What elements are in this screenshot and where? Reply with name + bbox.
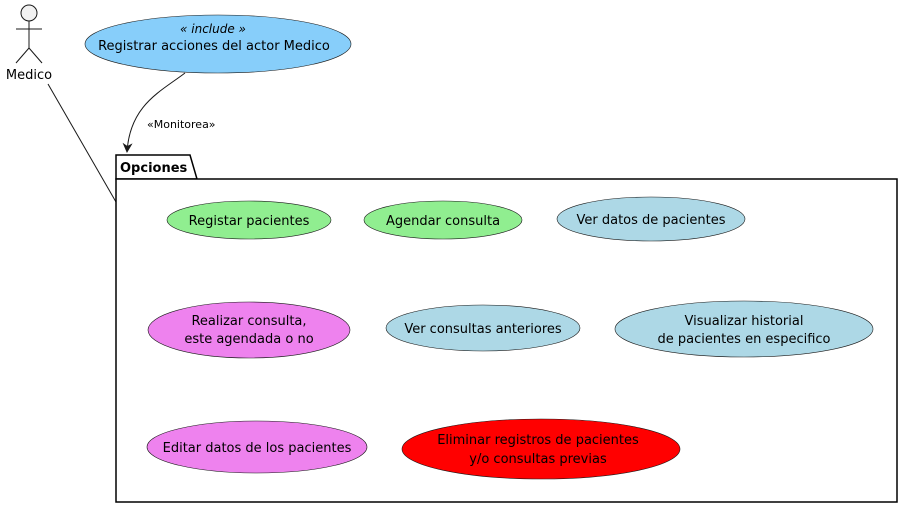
use-case-label-line-1: Visualizar historial — [685, 314, 804, 329]
use-case-shape — [84, 14, 352, 74]
use-case-label-line-2: de pacientes en especifico — [657, 332, 830, 347]
use-case-eliminar-registros[interactable]: Eliminar registros de pacientes y/o cons… — [401, 418, 681, 480]
use-case-label: Registrar acciones del actor Medico — [98, 39, 330, 54]
use-case-realizar-consulta[interactable]: Realizar consulta, este agendada o no — [147, 301, 351, 359]
use-case-registrar-pacientes[interactable]: Registar pacientes — [166, 200, 332, 240]
use-case-label-line-1: Eliminar registros de pacientes — [437, 433, 639, 448]
use-case-shape — [401, 418, 681, 480]
use-case-label-line-2: este agendada o no — [184, 332, 313, 347]
stick-figure-icon — [15, 4, 43, 64]
use-case-label: Editar datos de los pacientes — [163, 441, 352, 456]
use-case-label: Registar pacientes — [189, 214, 310, 229]
use-case-label: Ver consultas anteriores — [404, 322, 562, 337]
package-title: Opciones — [120, 161, 188, 176]
use-case-shape — [385, 304, 581, 352]
use-case-shape — [147, 301, 351, 359]
use-case-shape — [556, 196, 746, 242]
use-case-ver-consultas[interactable]: Ver consultas anteriores — [385, 304, 581, 352]
use-case-shape — [146, 420, 368, 474]
use-case-ver-datos[interactable]: Ver datos de pacientes — [556, 196, 746, 242]
actor-association-line — [47, 83, 117, 203]
use-case-registrar-acciones[interactable]: « include » Registrar acciones del actor… — [84, 14, 352, 74]
monitorea-arrow — [122, 72, 186, 153]
use-case-shape — [166, 200, 332, 240]
use-case-shape — [614, 300, 874, 358]
use-case-shape — [363, 200, 523, 240]
monitorea-label: «Monitorea» — [147, 118, 216, 131]
include-stereotype: « include » — [180, 22, 246, 36]
use-case-label-line-2: y/o consultas previas — [469, 452, 607, 467]
actor-label: Medico — [6, 68, 52, 83]
use-case-editar-datos[interactable]: Editar datos de los pacientes — [146, 420, 368, 474]
use-case-visualizar-historial[interactable]: Visualizar historial de pacientes en esp… — [614, 300, 874, 358]
use-case-label-line-1: Realizar consulta, — [191, 314, 306, 329]
use-case-label: Ver datos de pacientes — [577, 213, 726, 228]
use-case-agendar-consulta[interactable]: Agendar consulta — [363, 200, 523, 240]
use-case-label: Agendar consulta — [386, 214, 500, 229]
actor-medico[interactable]: Medico — [6, 4, 52, 83]
